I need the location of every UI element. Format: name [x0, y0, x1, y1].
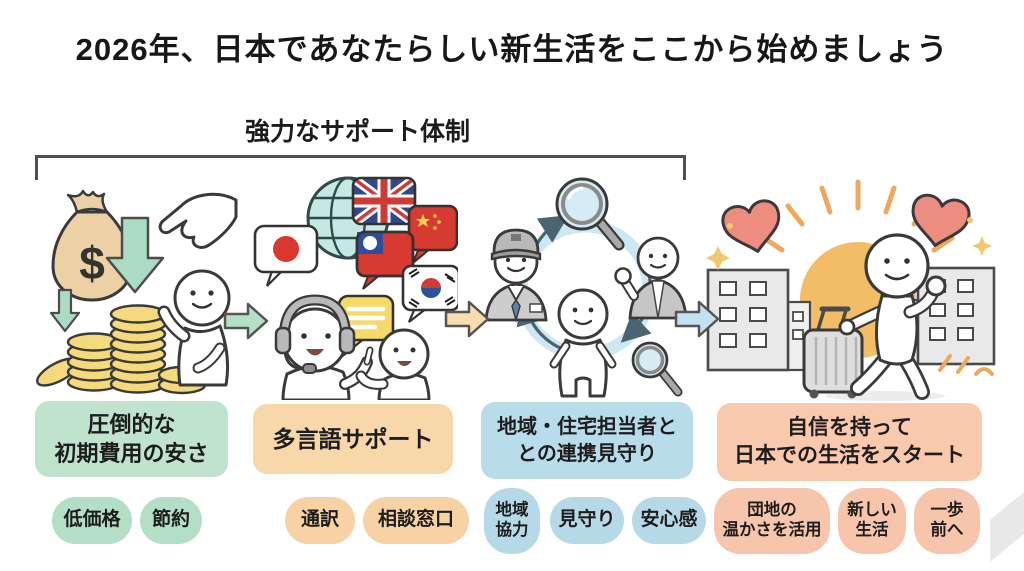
illustration-start-life: [706, 179, 996, 401]
korea-flag-bubble-icon: [401, 264, 458, 323]
tag-line: 相談窓口: [377, 509, 454, 531]
tag-line: 低価格: [63, 509, 121, 531]
illustration-community-watch: [484, 177, 688, 398]
coin-stacks-icon: [36, 304, 207, 395]
tag-saving: 節約: [140, 497, 202, 544]
tag-line: 見守り: [558, 509, 616, 531]
tag-step-forward: 一歩 前へ: [914, 488, 980, 554]
officer-icon: [484, 228, 548, 323]
heart-icon: [721, 199, 781, 253]
svg-text:$: $: [79, 237, 105, 289]
sparkle-icon: [706, 217, 992, 270]
tag-line: 新しい: [847, 501, 897, 520]
suitcase-icon: [802, 306, 864, 399]
tag-line: 安心感: [640, 509, 698, 531]
tag-low-price: 低価格: [52, 497, 132, 544]
tag-line: 温かさを活用: [722, 521, 822, 539]
tag-reassurance: 安心感: [632, 497, 706, 544]
feature-box-multilingual: 多言語サポート: [253, 404, 453, 474]
feature-box-community-watch: 地域・住宅担当者と との連携見守り: [481, 402, 693, 479]
illustration-multilingual: [253, 176, 458, 400]
feature-label-line: との連携見守り: [517, 442, 657, 465]
interpreter-icon: [274, 294, 374, 400]
taiwan-flag-bubble-icon: [355, 230, 415, 290]
tag-interpretation: 通訳: [285, 497, 355, 544]
heart-icon: [911, 193, 971, 248]
tag-community-cooperation: 地域 協力: [484, 488, 540, 554]
feature-label-line: 地域・住宅担当者と: [497, 416, 677, 439]
building-left-icon: [706, 268, 812, 372]
tag-line: 節約: [151, 509, 190, 531]
feature-box-initial-cost: 圧倒的な 初期費用の安さ: [35, 401, 228, 477]
tag-consultation-desk: 相談窓口: [363, 497, 469, 544]
page-title: 2026年、日本であなたらしい新生活をここから始めましょう: [75, 32, 949, 67]
feature-label-line: 自信を持って: [787, 416, 912, 440]
feature-box-start-life: 自信を持って 日本での生活をスタート: [717, 403, 982, 481]
tag-line: 地域: [495, 501, 529, 520]
small-magnifier-icon: [631, 341, 683, 397]
support-bracket: [35, 155, 686, 180]
tag-line: 前へ: [930, 521, 964, 539]
feature-label-line: 初期費用の安さ: [54, 441, 209, 466]
illustration-initial-cost: $: [36, 189, 238, 395]
small-down-arrow-icon: [49, 288, 81, 333]
tag-line: 通訳: [300, 509, 339, 531]
tag-danchi-warmth: 団地の 温かさを活用: [714, 488, 830, 554]
feature-label-line: 多言語サポート: [272, 425, 434, 452]
tag-new-life: 新しい 生活: [838, 488, 906, 554]
ground-accent-icon: [938, 354, 994, 376]
magnifier-icon: [555, 177, 625, 251]
tag-line: 一歩: [930, 501, 964, 520]
support-bracket-label: 強力なサポート体制: [244, 118, 470, 146]
pointing-hand-icon: [158, 192, 238, 249]
down-arrow-icon: [105, 216, 165, 294]
tag-watching: 見守り: [550, 497, 624, 544]
money-bag-icon: $: [51, 189, 133, 302]
china-flag-bubble-icon: [407, 204, 458, 264]
tag-line: 生活: [855, 521, 889, 539]
uk-flag-bubble-icon: [351, 176, 417, 226]
resident-icon: [549, 288, 617, 398]
japan-flag-bubble-icon: [253, 224, 319, 287]
tag-line: 協力: [495, 521, 529, 539]
feature-label-line: 日本での生活をスタート: [734, 444, 965, 467]
feature-label-line: 圧倒的な: [87, 411, 176, 437]
step-arrow-icon: [674, 300, 720, 338]
tag-line: 団地の: [747, 501, 797, 520]
walking-person-icon: [838, 233, 947, 400]
happy-person-icon: [157, 269, 231, 387]
talking-person-icon: [355, 328, 431, 400]
step-arrow-icon: [444, 300, 490, 338]
step-arrow-icon: [223, 302, 269, 340]
decorative-corner-shape: [990, 492, 1024, 562]
neighbor-icon: [614, 236, 688, 320]
